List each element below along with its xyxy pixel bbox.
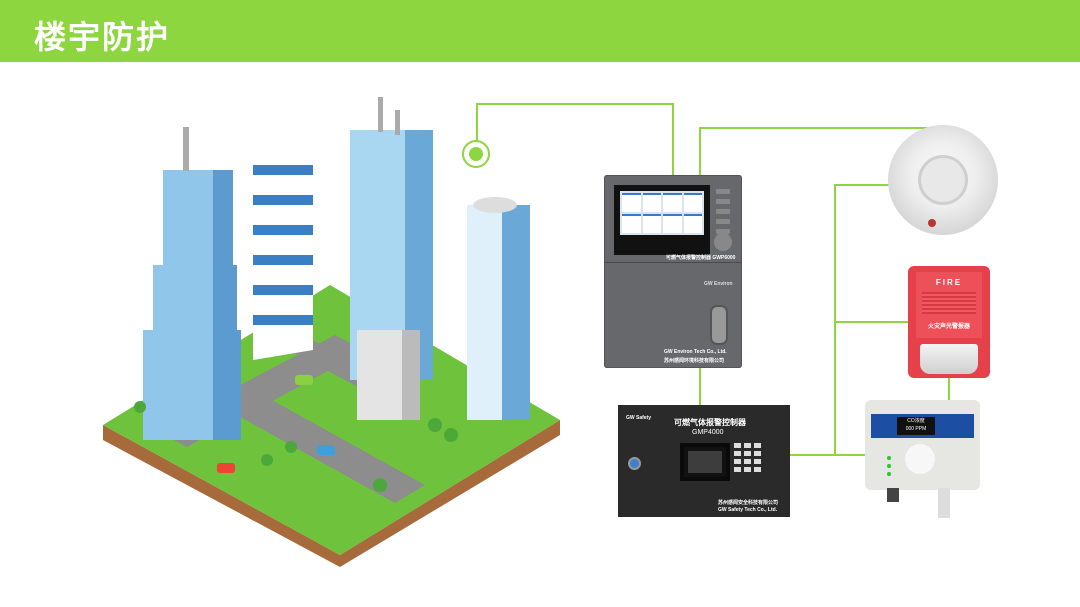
device-model: GMP4000 xyxy=(692,429,724,436)
sensor-display: CO浓度 000 PPM xyxy=(897,417,935,435)
page-title: 楼宇防护 xyxy=(34,18,171,56)
connection-node-icon xyxy=(462,140,490,168)
connector-line xyxy=(672,103,674,175)
tower-right xyxy=(467,197,530,420)
dpad-icon xyxy=(714,233,732,251)
connector-line xyxy=(834,184,890,186)
controller-screen xyxy=(614,185,710,255)
door-handle xyxy=(710,305,728,345)
reading-name: CO浓度 xyxy=(907,418,925,424)
connector-line xyxy=(476,103,478,143)
connector-line xyxy=(699,368,701,406)
connector-line xyxy=(948,378,950,402)
gmp4000-controller: GW Safety 可燃气体报警控制器 GMP4000 苏州感闻安全科技有限公司… xyxy=(618,405,790,517)
brand-logo: GW Safety xyxy=(626,415,652,421)
keypad xyxy=(734,443,761,472)
tower-stripes xyxy=(253,130,313,360)
header-bar: 楼宇防护 xyxy=(0,0,1080,62)
gas-sensor: CO浓度 000 PPM xyxy=(865,400,980,518)
road xyxy=(215,385,425,503)
device-name: 可燃气体报警控制器 xyxy=(674,418,746,427)
sensor-probe xyxy=(938,488,950,518)
connector-line xyxy=(834,321,910,323)
car xyxy=(295,375,313,385)
city-illustration xyxy=(103,97,560,567)
brand-logo: GW Environ xyxy=(704,281,733,287)
alarm-name: 火灾声光警报器 xyxy=(927,324,970,330)
gwp6000-controller: 可燃气体报警控制器 GWP6000 GW Environ GW Environ … xyxy=(604,175,742,368)
connector-line xyxy=(476,103,674,105)
company-en: GW Environ Tech Co., Ltd. xyxy=(664,349,727,355)
company-cn: 苏州感闻安全科技有限公司 xyxy=(718,500,779,506)
fire-alarm-strobe: FIRE 火灾声光警报器 xyxy=(908,266,990,378)
fire-label: FIRE xyxy=(935,278,963,287)
car xyxy=(217,463,235,473)
ground xyxy=(103,285,560,555)
car xyxy=(317,445,335,455)
smoke-detector xyxy=(888,125,998,235)
tower-tall xyxy=(350,97,433,420)
connector-line xyxy=(790,454,866,456)
reading-value: 000 PPM xyxy=(905,426,927,432)
tower-left xyxy=(143,127,241,440)
company-en: GW Safety Tech Co., Ltd. xyxy=(718,507,778,513)
cable-gland xyxy=(887,488,899,502)
connector-line xyxy=(699,127,944,129)
connector-line xyxy=(834,184,836,456)
connector-line xyxy=(699,127,701,175)
model-label: 可燃气体报警控制器 GWP6000 xyxy=(666,255,736,261)
key-switch-icon xyxy=(628,457,641,470)
sensor-window xyxy=(905,444,935,474)
trees xyxy=(134,401,458,492)
company-cn: 苏州感闻环境科技有限公司 xyxy=(664,358,725,364)
